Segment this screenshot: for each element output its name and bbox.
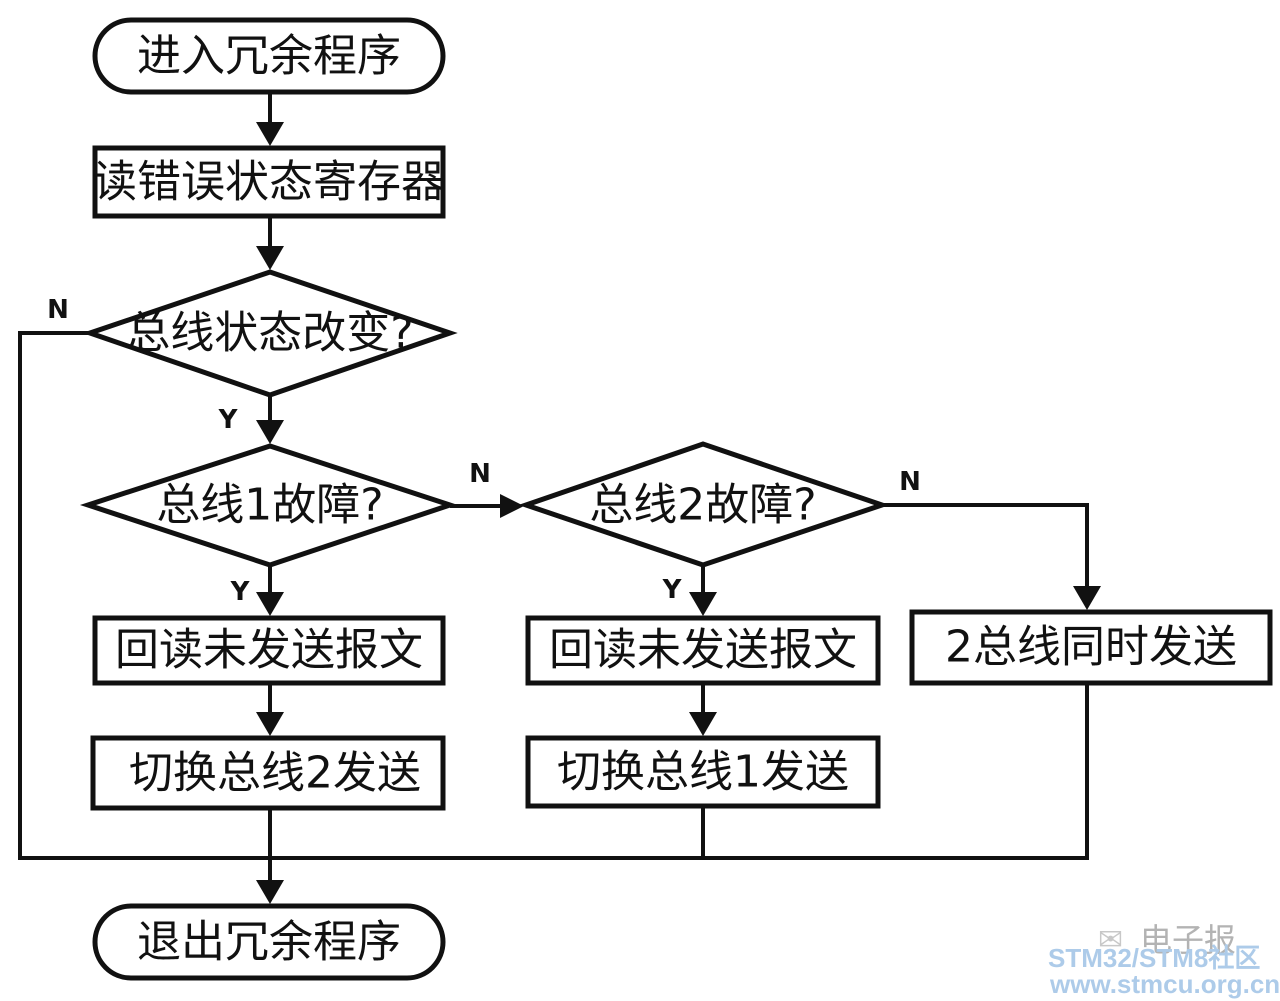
- readback-left-label: 回读未发送报文: [115, 625, 423, 676]
- node-read-register: 读错误状态寄存器: [92, 145, 446, 219]
- arrowhead-readback-middle: [689, 592, 717, 616]
- watermark: ✉ 电子报 STM32/STM8社区 www.stmcu.org.cn: [1048, 921, 1280, 999]
- label-state-yes: Y: [218, 405, 239, 435]
- end-label: 退出冗余程序: [137, 917, 401, 968]
- decision-bus1: 总线1故障?: [79, 443, 458, 568]
- edge-state-no-loop: [18, 331, 270, 860]
- arrowhead-read: [256, 122, 284, 146]
- label-bus2-yes: Y: [662, 575, 683, 605]
- wechat-icon: ✉: [1098, 923, 1123, 958]
- decision-bus2-label: 总线2故障?: [589, 480, 816, 531]
- node-switch-bus2: 切换总线2发送: [90, 735, 446, 811]
- arrowhead-readback-left: [256, 592, 284, 616]
- node-switch-bus1: 切换总线1发送: [525, 735, 881, 809]
- label-bus2-no: N: [899, 467, 921, 497]
- arrowhead-end: [256, 880, 284, 904]
- start-label: 进入冗余程序: [137, 31, 401, 82]
- arrowhead-both-send: [1073, 586, 1101, 610]
- readback-middle-label: 回读未发送报文: [549, 625, 857, 676]
- arrowhead-switch-bus2: [256, 712, 284, 736]
- decision-bus1-label: 总线1故障?: [156, 480, 383, 531]
- label-state-no: N: [47, 295, 69, 325]
- connectors: [18, 92, 1101, 904]
- node-start: 进入冗余程序: [92, 17, 446, 95]
- watermark-account: 电子报: [1140, 921, 1236, 959]
- node-both-send: 2总线同时发送: [909, 609, 1273, 686]
- decision-bus-state: 总线状态改变?: [82, 269, 458, 398]
- decision-bus-state-label: 总线状态改变?: [126, 308, 413, 359]
- watermark-url: www.stmcu.org.cn: [1049, 969, 1280, 999]
- arrowhead-bus2: [500, 494, 524, 518]
- watermark-site: STM32/STM8社区: [1048, 943, 1260, 973]
- arrowhead-state: [256, 246, 284, 270]
- arrowhead-bus1: [256, 420, 284, 444]
- edge-both-send-down: [270, 683, 1089, 860]
- label-bus1-yes: Y: [230, 577, 251, 607]
- node-readback-middle: 回读未发送报文: [525, 615, 881, 686]
- arrowhead-switch-bus1: [689, 712, 717, 736]
- switch-bus2-label: 切换总线2发送: [129, 748, 421, 799]
- decision-bus2: 总线2故障?: [518, 441, 890, 568]
- both-send-label: 2总线同时发送: [945, 622, 1237, 673]
- edge-bus2-no: [882, 503, 1089, 590]
- node-end: 退出冗余程序: [92, 903, 446, 981]
- label-bus1-no: N: [469, 459, 491, 489]
- switch-bus1-label: 切换总线1发送: [557, 747, 849, 798]
- node-readback-left: 回读未发送报文: [92, 615, 446, 686]
- read-register-label: 读错误状态寄存器: [93, 157, 445, 208]
